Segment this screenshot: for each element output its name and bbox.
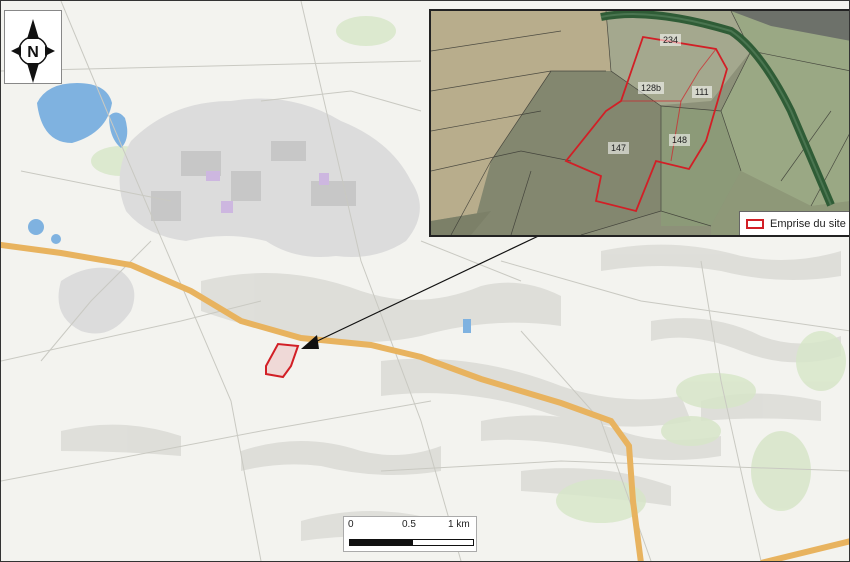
scale-bar: 0 0.5 1 km bbox=[343, 516, 477, 552]
town-highlight bbox=[206, 171, 329, 213]
legend-site-swatch bbox=[746, 218, 764, 229]
main-road-east bbox=[760, 538, 849, 561]
parcel-label-234: 234 bbox=[660, 34, 682, 46]
site-outline bbox=[265, 342, 300, 379]
scale-segment-black bbox=[349, 539, 412, 546]
north-arrow-icon: N bbox=[11, 19, 55, 83]
scale-label-end: 1 km bbox=[448, 519, 470, 530]
legend-label: Emprise du site bbox=[770, 217, 846, 230]
scale-label-0: 0 bbox=[348, 519, 354, 530]
north-arrow: N bbox=[4, 10, 62, 84]
vegetation bbox=[91, 16, 846, 523]
inset-aerial-map[interactable]: 234 128b 111 147 148 Emprise du site bbox=[429, 9, 849, 237]
pointer-arrowhead bbox=[301, 335, 319, 349]
inset-site-outline bbox=[564, 35, 728, 213]
water bbox=[28, 83, 471, 333]
inset-aerial-svg bbox=[431, 11, 849, 235]
main-road bbox=[1, 242, 644, 561]
town-detail bbox=[151, 141, 356, 221]
parcel-label-147: 147 bbox=[608, 142, 630, 154]
north-letter: N bbox=[27, 44, 39, 61]
scale-label-mid: 0.5 bbox=[402, 519, 416, 530]
pointer-line bbox=[312, 230, 550, 344]
parcel-label-148: 148 bbox=[669, 134, 691, 146]
scale-segment-white bbox=[412, 539, 474, 546]
parcel-label-128b: 128b bbox=[638, 82, 665, 94]
legend: Emprise du site bbox=[739, 211, 849, 235]
parcel-label-111: 111 bbox=[692, 86, 712, 98]
